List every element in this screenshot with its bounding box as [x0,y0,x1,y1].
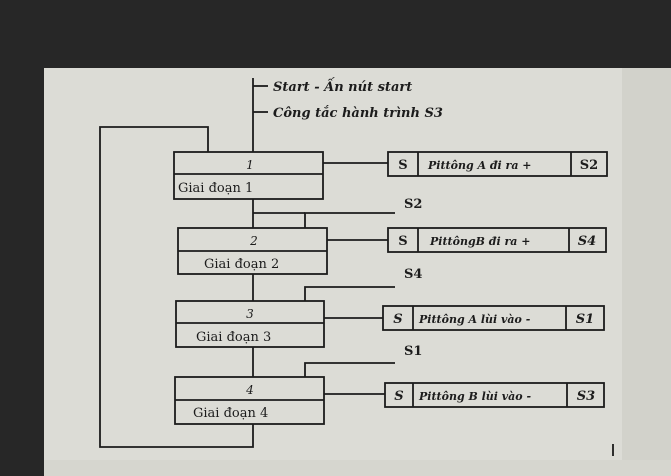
action-type: S [398,158,407,173]
transition-1-lead [304,212,395,228]
action-sensor: S1 [576,312,594,327]
action-type: S [393,312,402,327]
step-box [175,300,325,348]
transition-1-label: S2 [404,197,422,212]
transition-2-lead [304,286,395,301]
step-number: 2 [249,234,258,248]
step-label: Giai đoạn 1 [178,181,253,196]
step-number: 4 [245,383,254,397]
paper-edge-bottom [44,460,671,476]
action-type: S [394,389,403,404]
step-box [173,151,324,200]
action-3: S Pittông A lùi vào - S1 [382,305,605,331]
action-4: S Pittông B lùi vào - S3 [384,382,605,408]
step-3: 3 Giai đoạn 3 [175,300,325,348]
s3-switch-label: Công tắc hành trình S3 [273,105,443,121]
step-label: Giai đoạn 2 [204,257,279,272]
action-text: Pittông A đi ra + [427,159,532,172]
action-box [384,382,605,408]
step-1: 1 Giai đoạn 1 [173,151,324,200]
transition-3-label: S1 [404,344,422,359]
action-sensor: S3 [577,389,595,404]
step-label: Giai đoạn 3 [196,330,271,345]
action-text: PittôngB đi ra + [429,235,530,248]
step-2: 2 Giai đoạn 2 [177,227,328,275]
action-2: S PittôngB đi ra + S4 [387,227,607,253]
action-type: S [398,234,407,249]
step-label: Giai đoạn 4 [193,406,268,421]
paper-edge-right [622,68,671,476]
action-box [382,305,605,331]
action-box [387,151,608,177]
start-label: Start - Ấn nút start [273,77,412,95]
loop-back-line [99,126,254,448]
step-number: 1 [246,158,254,172]
action-text: Pittông A lùi vào - [418,313,531,326]
action-1: S Pittông A đi ra + S2 [387,151,608,177]
action-text: Pittông B lùi vào - [418,390,531,403]
action-sensor: S4 [578,234,596,249]
step-4: 4 Giai đoạn 4 [174,376,325,425]
step-number: 3 [246,307,254,321]
transition-3-lead [304,362,395,377]
action-box [387,227,607,253]
action-sensor: S2 [580,158,598,173]
paper-sheet [44,68,671,476]
transition-2-label: S4 [404,267,422,282]
